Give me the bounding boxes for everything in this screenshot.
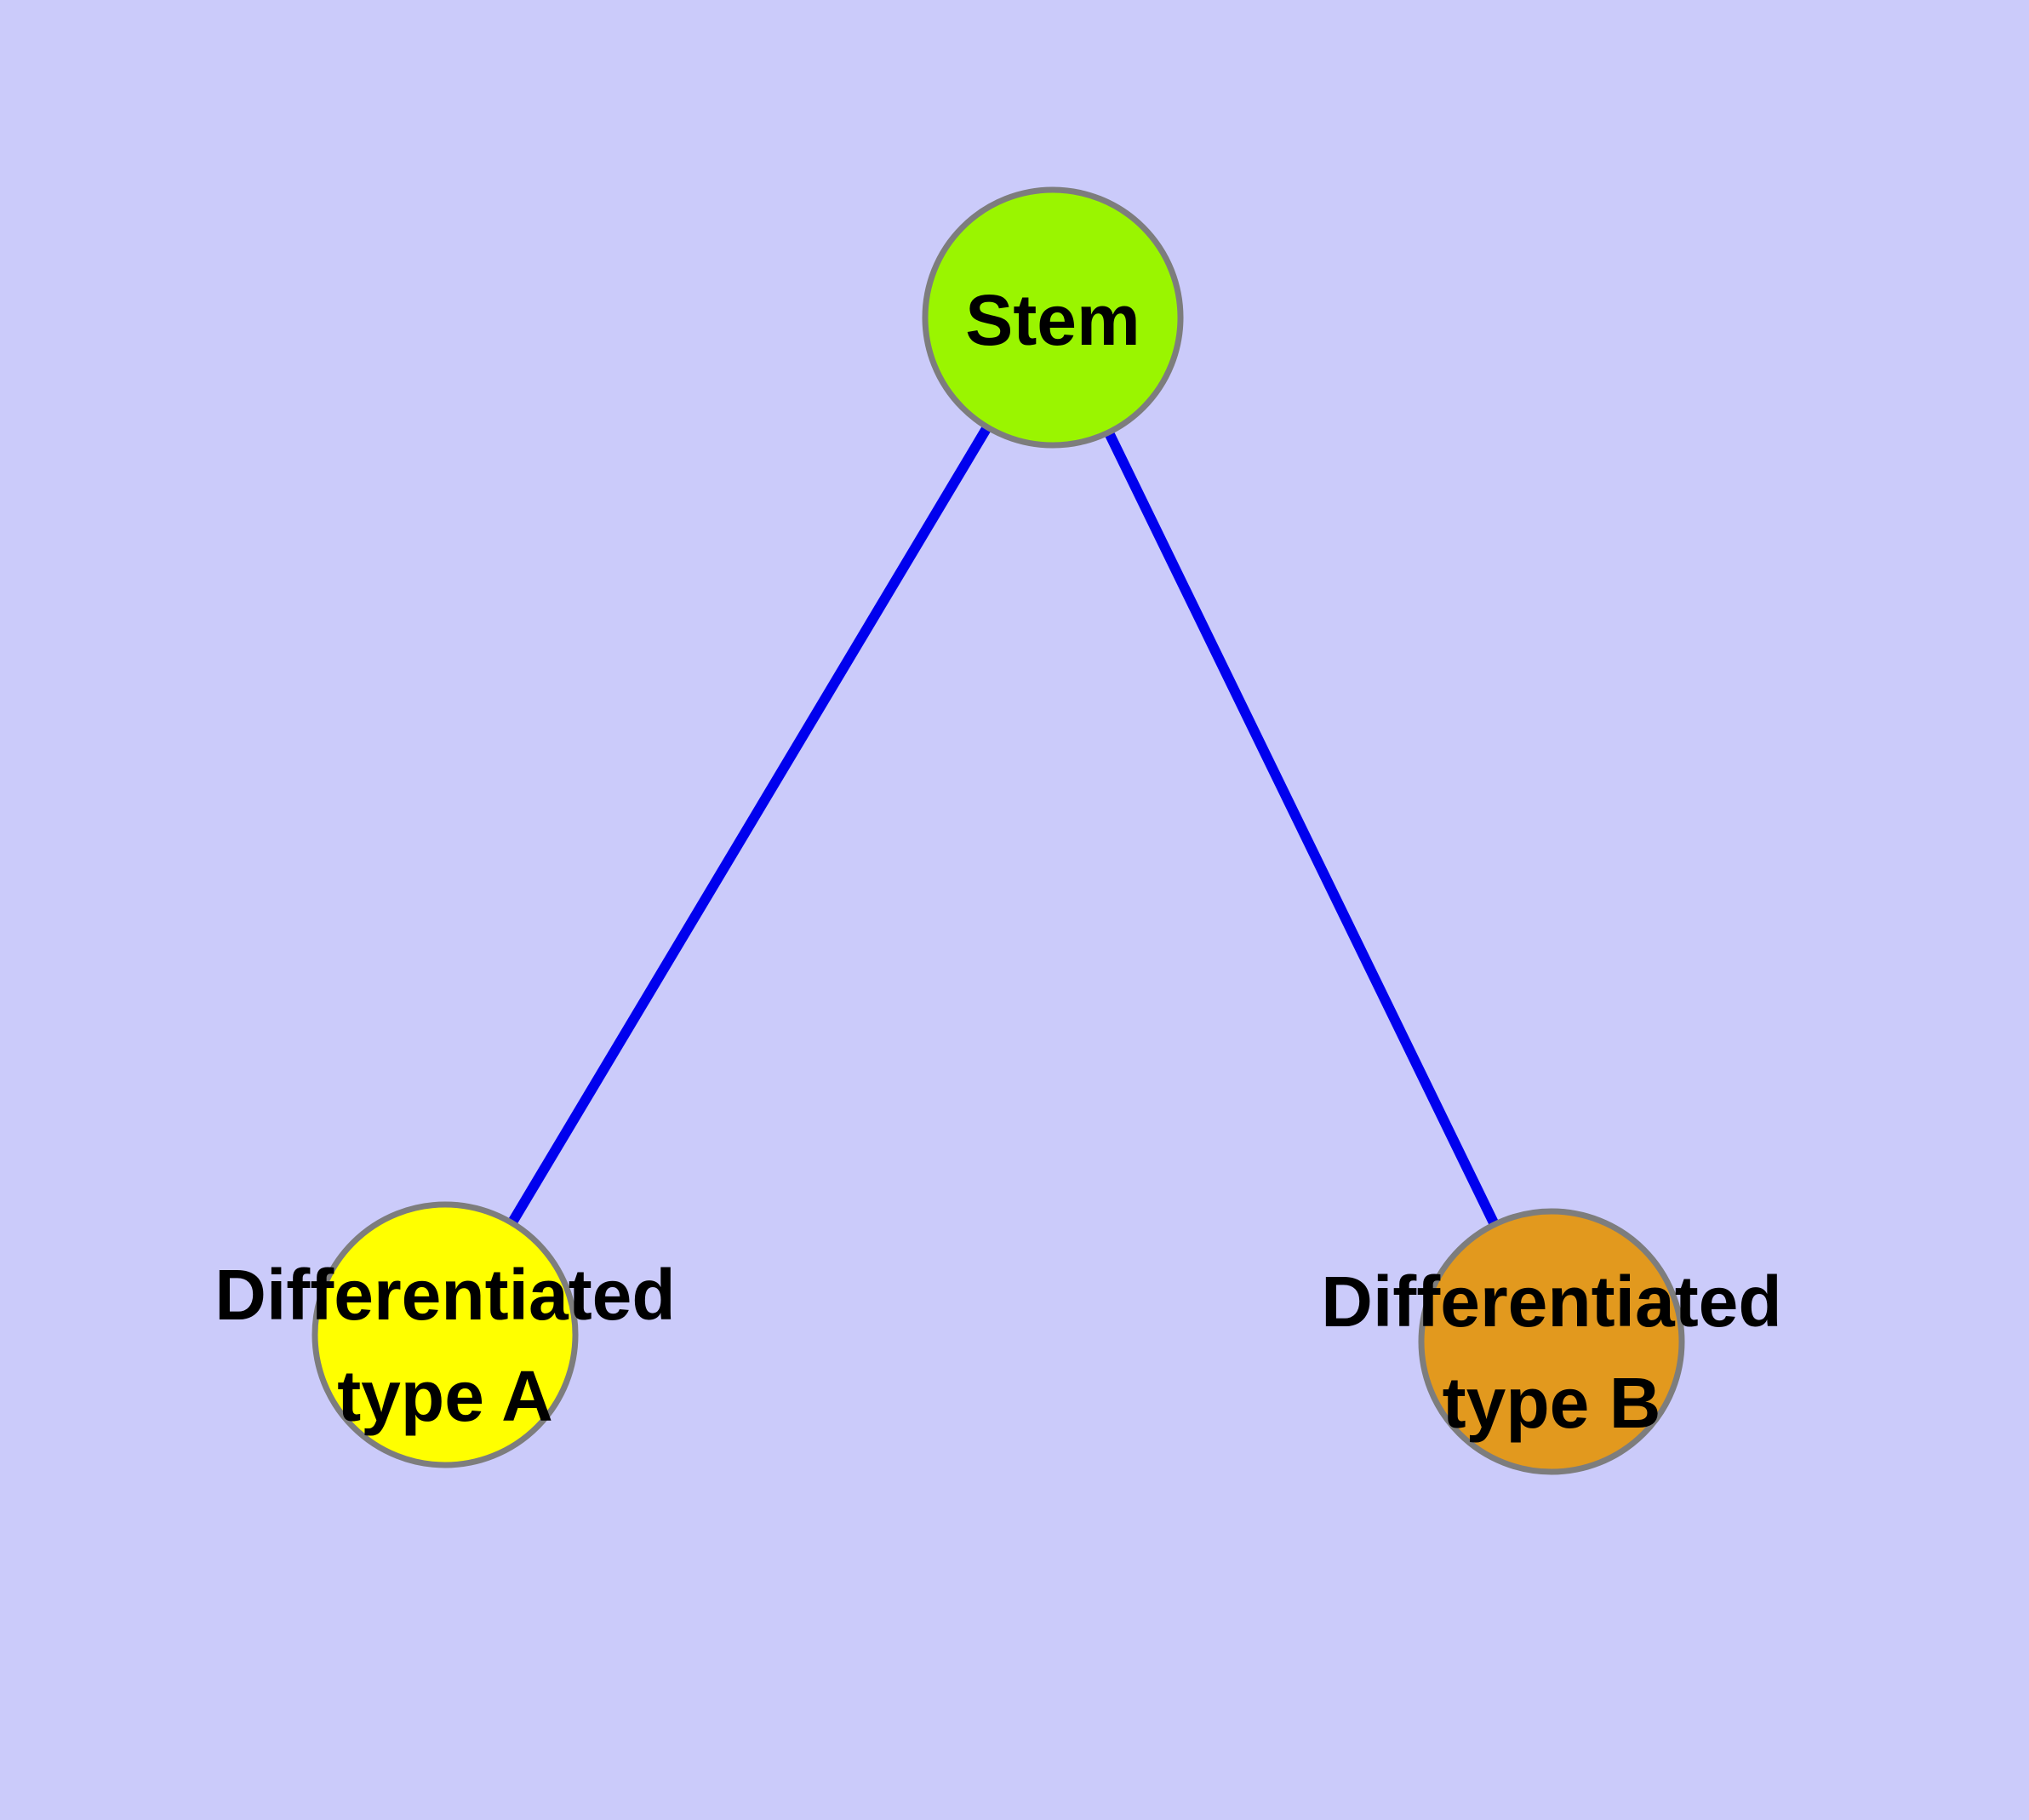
- node-type-a-label-line-1: Differentiated: [214, 1255, 675, 1335]
- node-differentiated-type-a: [311, 1201, 579, 1468]
- node-type-b-label-line-2: type B: [1443, 1363, 1661, 1443]
- node-type-b-label-line-1: Differentiated: [1321, 1262, 1781, 1342]
- node-type-a-label-line-2: type A: [337, 1356, 553, 1436]
- node-differentiated-type-b: [1418, 1208, 1685, 1475]
- edge-stem-to-type-a: [440, 314, 1058, 1338]
- node-stem-label: Stem: [965, 280, 1140, 360]
- node-stem: [922, 186, 1184, 449]
- edge-stem-to-type-b: [1048, 315, 1557, 1344]
